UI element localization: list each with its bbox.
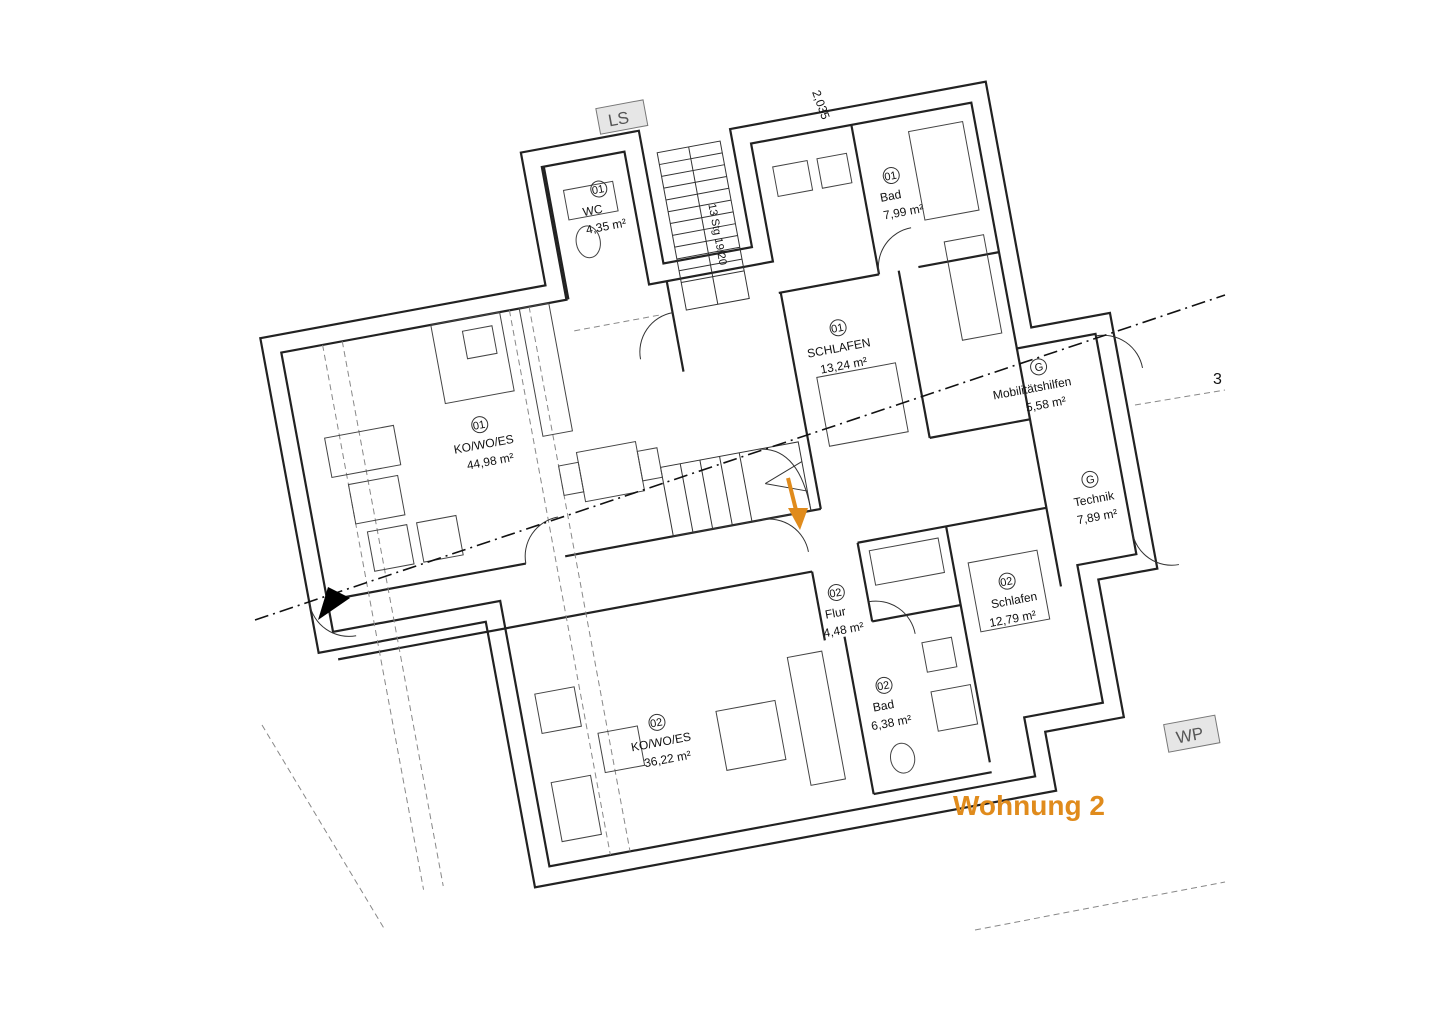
entry-arrow-icon: [786, 477, 808, 530]
svg-text:G: G: [1034, 361, 1045, 374]
svg-text:36,22 m²: 36,22 m²: [643, 748, 692, 770]
svg-text:02: 02: [829, 587, 843, 601]
site-boundary: [261, 389, 1226, 931]
edge-mark: 3: [1213, 371, 1222, 388]
page-title: Wohnung 2: [953, 790, 1105, 821]
room-02-flur: 02 Flur 4,48 m²: [822, 583, 865, 640]
room-labels: 01 WC 4,35 m² 01 Bad 7,99 m² 01 KO/WO/ES…: [453, 166, 1119, 770]
section-axis: [254, 294, 1226, 621]
svg-text:13,24 m²: 13,24 m²: [819, 354, 868, 376]
svg-text:01: 01: [883, 170, 897, 184]
wp-tag: WP: [1163, 714, 1221, 753]
room-01-bad: 01 Bad 7,99 m²: [879, 166, 925, 222]
svg-text:01: 01: [472, 419, 486, 433]
svg-text:44,98 m²: 44,98 m²: [466, 450, 515, 472]
entrance-arrow-icon: [318, 587, 350, 620]
stair-dimension: 2,035: [809, 88, 833, 121]
svg-text:6,38 m²: 6,38 m²: [870, 712, 913, 733]
svg-text:Flur: Flur: [824, 604, 847, 622]
svg-text:02: 02: [876, 679, 890, 693]
ls-tag: LS: [595, 99, 649, 135]
room-02-schlafen: 02 Schlafen 12,79 m²: [988, 572, 1038, 630]
building: 13 Stg 19/20: [259, 80, 1180, 890]
outer-walls: [259, 80, 1159, 889]
room-g-mobilitaetshilfen: G Mobilitätshilfen 5,58 m²: [992, 358, 1072, 415]
svg-text:G: G: [1085, 474, 1096, 487]
svg-text:4,35 m²: 4,35 m²: [585, 216, 628, 237]
svg-text:7,89 m²: 7,89 m²: [1076, 506, 1119, 527]
svg-text:02: 02: [999, 575, 1013, 589]
svg-text:12,79 m²: 12,79 m²: [988, 608, 1037, 630]
room-g-technik: G Technik 7,89 m²: [1073, 470, 1119, 527]
svg-text:WP: WP: [1175, 724, 1205, 748]
svg-text:02: 02: [649, 716, 663, 730]
svg-text:7,99 m²: 7,99 m²: [882, 201, 925, 222]
svg-text:Bad: Bad: [872, 697, 896, 715]
svg-text:01: 01: [591, 183, 605, 197]
svg-text:WC: WC: [582, 202, 605, 219]
svg-text:Bad: Bad: [879, 187, 903, 205]
interior-walls: [327, 124, 1063, 796]
svg-text:5,58 m²: 5,58 m²: [1025, 394, 1068, 415]
room-01-kowoes: 01 KO/WO/ES 44,98 m²: [453, 416, 515, 473]
room-02-bad: 02 Bad 6,38 m²: [870, 676, 913, 733]
svg-text:01: 01: [830, 322, 844, 336]
door-swings: [309, 227, 1180, 637]
room-02-kowoes: 02 KO/WO/ES 36,22 m²: [630, 713, 692, 770]
roof-lines: [322, 306, 663, 890]
staircase: 13 Stg 19/20: [656, 140, 812, 537]
furniture: [324, 120, 1051, 843]
svg-text:LS: LS: [607, 108, 631, 130]
